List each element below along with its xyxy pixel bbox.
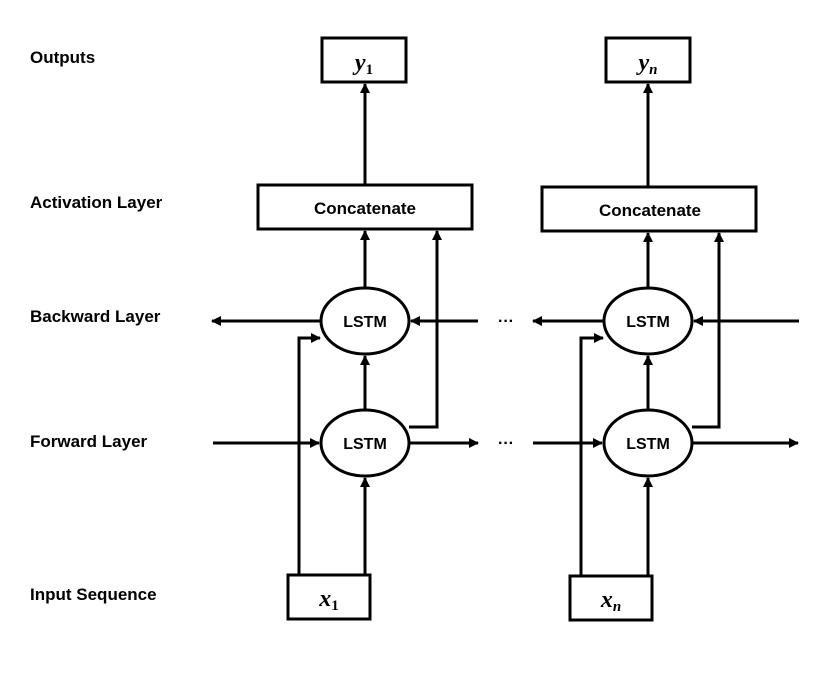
activation-layer-label: Activation Layer <box>30 193 163 212</box>
concatenate-label-1: Concatenate <box>314 199 416 218</box>
output-box-y1: y1 <box>320 36 408 84</box>
input-label-xn: xn <box>600 587 621 615</box>
column-2-arrows <box>532 83 799 576</box>
backward-lstm-label-1: LSTM <box>343 314 387 331</box>
outputs-label: Outputs <box>30 48 96 67</box>
forward-lstm-label-2: LSTM <box>626 436 670 453</box>
forward-lstm-1: LSTM <box>319 408 411 478</box>
backward-layer-label: Backward Layer <box>30 307 161 326</box>
input-box-xn: xn <box>568 574 654 622</box>
forward-to-concat-arrow-2 <box>692 232 724 429</box>
column-1-arrows <box>211 83 479 575</box>
backward-lstm-1: LSTM <box>319 286 411 356</box>
concatenate-label-2: Concatenate <box>599 201 701 220</box>
column-1: y1 Concatenate LSTM LSTM x1 <box>211 36 479 621</box>
input-sequence-label: Input Sequence <box>30 585 157 604</box>
input-to-backward-arrow-2 <box>579 333 604 576</box>
column-2: yn Concatenate LSTM LSTM xn <box>532 36 799 622</box>
forward-ellipsis: ··· <box>498 435 514 452</box>
backward-lstm-2: LSTM <box>602 286 694 356</box>
backward-lstm-label-2: LSTM <box>626 314 670 331</box>
concatenate-box-2: Concatenate <box>540 185 758 233</box>
backward-ellipsis: ··· <box>498 313 514 330</box>
input-box-x1: x1 <box>286 573 372 621</box>
forward-lstm-label-1: LSTM <box>343 436 387 453</box>
input-to-backward-arrow-1 <box>297 333 321 575</box>
input-label-x1: x1 <box>318 586 339 614</box>
forward-lstm-2: LSTM <box>602 408 694 478</box>
forward-to-concat-arrow-1 <box>409 230 442 429</box>
concatenate-box-1: Concatenate <box>256 183 474 231</box>
forward-layer-label: Forward Layer <box>30 432 148 451</box>
output-box-yn: yn <box>604 36 692 84</box>
output-label-y1: y1 <box>352 50 373 78</box>
output-label-yn: yn <box>636 50 658 78</box>
